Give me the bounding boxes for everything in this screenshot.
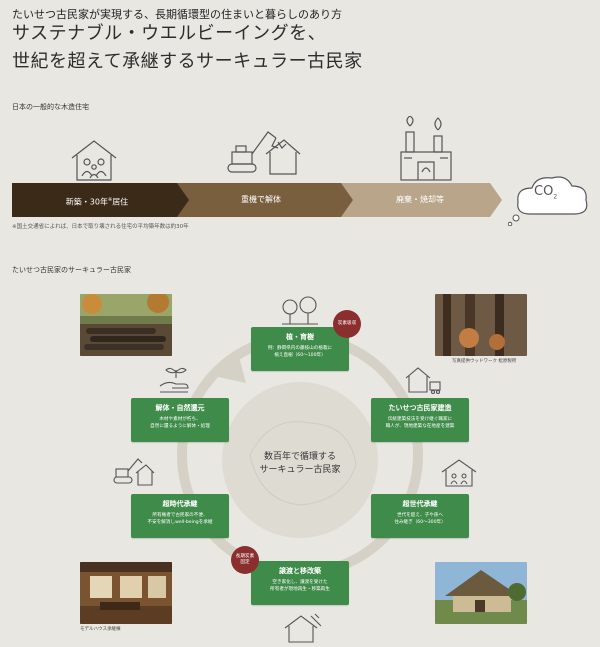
badge-carbon-absorption: 炭素吸収: [333, 310, 361, 338]
node-transfer-desc: 空き家化し、譲渡を受けた 所有者が現地再生・移築再生: [270, 580, 330, 592]
node-transfer: 譲渡と移改築 空き家化し、譲渡を受けた 所有者が現地再生・移築再生: [251, 561, 349, 605]
node-transfer-title: 譲渡と移改築: [279, 567, 321, 575]
hand-plant-icon: [158, 364, 194, 394]
node-generational: 超世代承継 世代を超え、子や孫へ 住み継ぎ（60〜300年）: [371, 494, 469, 538]
linear-footnote: ※国土交通省によれば、日本で取り壊される住宅の平均築年数は約30年: [12, 224, 189, 230]
trees-icon: [280, 295, 320, 325]
house-family-icon: [68, 138, 120, 182]
node-planting-desc: 例：静岡県内の藤枝山の植栽に 植え直樹（60〜100年）: [267, 346, 333, 358]
center-text-line2: サーキュラー古民家: [259, 465, 341, 475]
node-era-title: 超時代承継: [162, 500, 198, 508]
page-subtitle: たいせつ古民家が実現する、長期循環型の住まいと暮らしのあり方: [12, 8, 342, 21]
node-return-desc: 木材や素材が朽ち、 自然に還るように解体・処理: [150, 417, 210, 429]
node-era-desc: 所有権者で古民家の不便、 不安を解消しwell-beingを承継: [147, 513, 213, 525]
badge-carbon-fixation: 長期炭素 固定: [231, 546, 259, 574]
node-planting-title: 植・育樹: [286, 333, 314, 341]
center-text-line1: 数百年で循環する: [263, 452, 336, 462]
stage-arrow-new-build: [12, 183, 192, 217]
photo-caption-forest: 写真提供ウッドワーク 松原製所: [452, 359, 517, 364]
node-build-desc: 伝統建築技法を受け継ぐ職家に 職人が、現地建築な在地産を建築: [385, 417, 455, 429]
photo-caption-model-house: モデルハウス承継棟: [80, 627, 121, 632]
node-generational-title: 超世代承継: [402, 500, 438, 508]
linear-section-label: 日本の一般的な木造住宅: [12, 103, 89, 111]
stage-label-new-build: 新築・30年※居住: [65, 197, 129, 207]
house-truck-icon: [404, 364, 442, 394]
page-title-line1: サステナブル・ウエルビーイングを、: [12, 23, 327, 44]
stage-label-disposal: 廃棄・焼却等: [396, 195, 444, 204]
house-family-small-icon: [440, 458, 478, 488]
stage-arrow-demolition: [177, 183, 356, 217]
stage-arrow-disposal: [341, 183, 502, 217]
co2-cloud-icon: [508, 176, 588, 226]
node-planting: 植・育樹 例：静岡県内の藤枝山の植栽に 植え直樹（60〜100年）: [251, 327, 349, 371]
node-build: たいせつ古民家建造 伝統建築技法を受け継ぐ職家に 職人が、現地建築な在地産を建築: [371, 398, 469, 442]
node-era: 超時代承継 所有権者で古民家の不便、 不安を解消しwell-beingを承継: [131, 494, 229, 538]
page-title-line2: 世紀を超えて承継するサーキュラー古民家: [12, 51, 363, 72]
linear-process-arrows: [12, 183, 502, 217]
factory-incineration-icon: [398, 116, 454, 182]
house-tools-icon: [283, 612, 323, 644]
circular-center-text: 数百年で循環する サーキュラー古民家: [245, 451, 355, 477]
excavator-demolition-icon: [222, 124, 302, 182]
node-return-title: 解体・自然還元: [155, 404, 205, 412]
co2-label: CO2: [534, 184, 558, 201]
photo-cut-trees: [435, 294, 527, 356]
circular-section-label: たいせつ古民家のサーキュラー古民家: [12, 266, 131, 274]
node-generational-desc: 世代を超え、子や孫へ 住み継ぎ（60〜300年）: [394, 513, 446, 525]
node-return: 解体・自然還元 木材や素材が朽ち、 自然に還るように解体・処理: [131, 398, 229, 442]
excavator-small-icon: [112, 455, 156, 487]
photo-model-house-interior: [80, 562, 172, 624]
photo-thatched-house: [435, 562, 527, 624]
node-build-title: たいせつ古民家建造: [388, 404, 452, 412]
photo-logs-forest: [80, 294, 172, 356]
stage-label-demolition: 重機で解体: [241, 195, 281, 204]
